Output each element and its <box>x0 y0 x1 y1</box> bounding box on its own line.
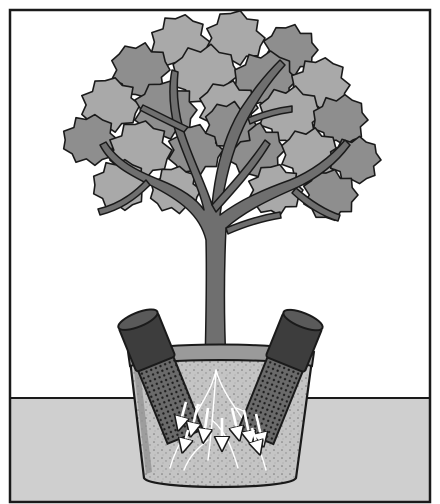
tree-illustration <box>64 11 381 365</box>
